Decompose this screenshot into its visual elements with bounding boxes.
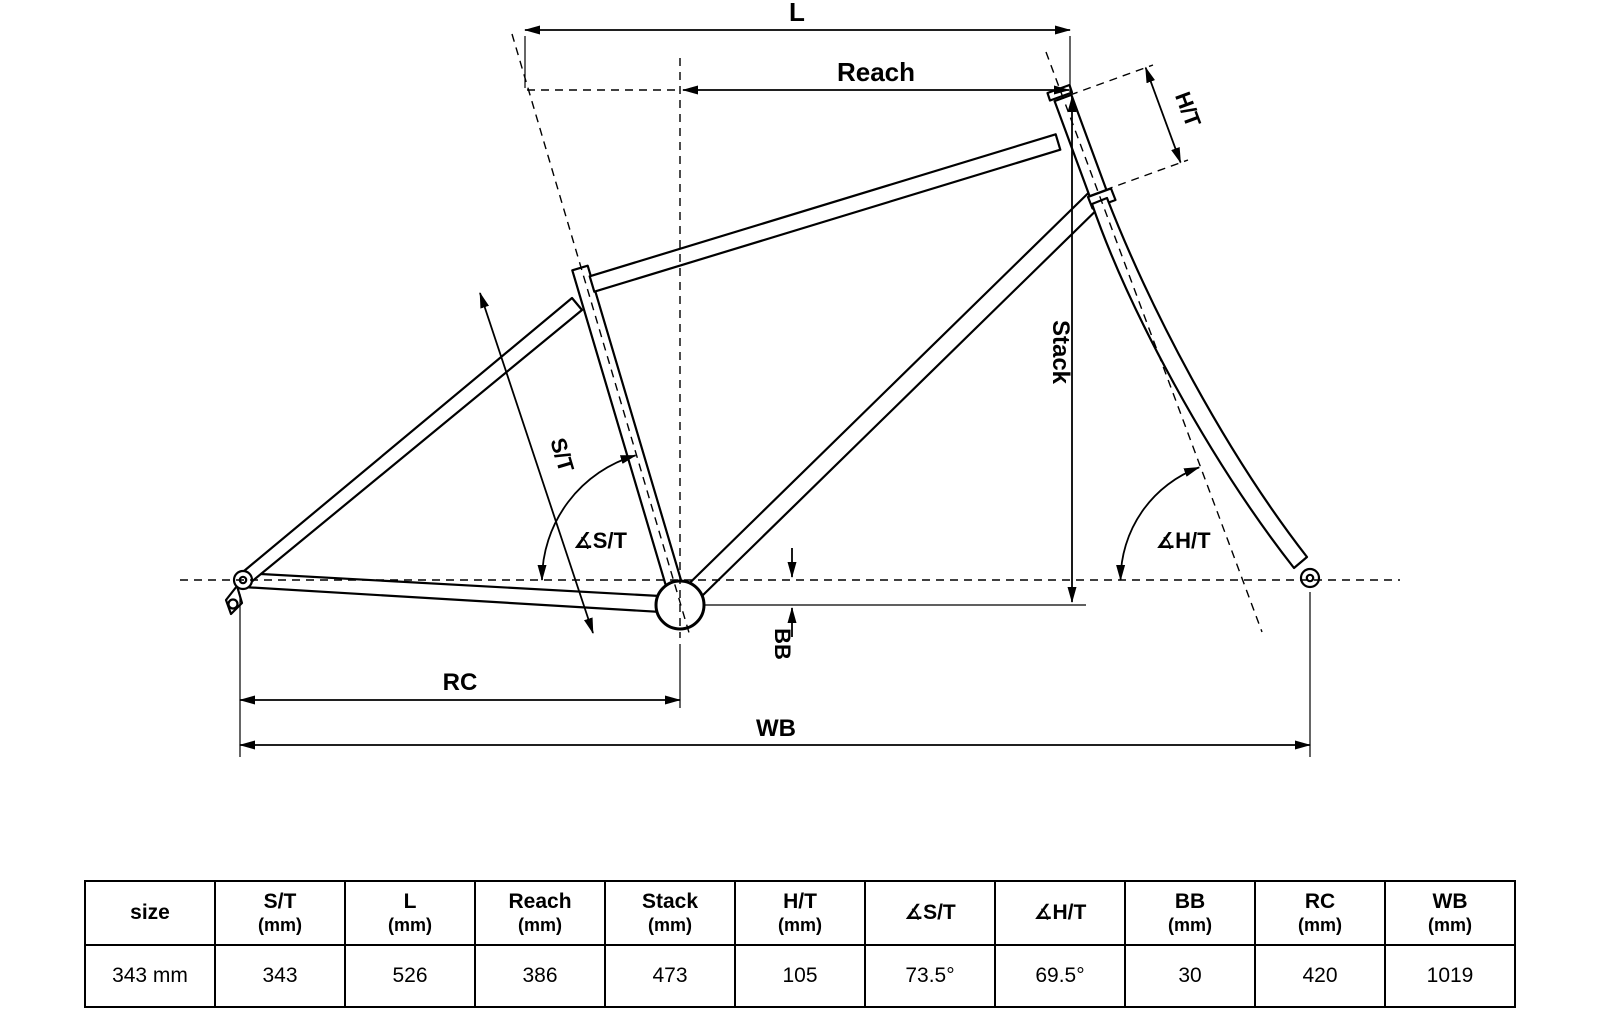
cell-ht: 105 bbox=[734, 944, 866, 1008]
seat-stay bbox=[242, 296, 584, 585]
col-header-unit: (mm) bbox=[648, 915, 692, 936]
label-st: S/T bbox=[545, 435, 579, 475]
col-header-size: size bbox=[84, 880, 216, 946]
steering-axis bbox=[1045, 51, 1263, 633]
col-header-label: RC bbox=[1304, 890, 1336, 914]
col-header-stack: Stack (mm) bbox=[604, 880, 736, 946]
col-header-angle-ht: ∡H/T bbox=[994, 880, 1126, 946]
col-header-unit: (mm) bbox=[1428, 915, 1472, 936]
label-stack: Stack bbox=[1047, 320, 1074, 385]
label-bb: BB bbox=[770, 628, 795, 660]
dim-ht bbox=[1144, 66, 1182, 164]
cell-reach: 386 bbox=[474, 944, 606, 1008]
label-l: L bbox=[789, 0, 805, 27]
col-header-label: ∡H/T bbox=[1033, 900, 1087, 924]
dim-angle-st-arc bbox=[537, 454, 637, 581]
col-header-label: ∡S/T bbox=[904, 900, 956, 924]
col-header-unit: (mm) bbox=[518, 915, 562, 936]
col-header-unit: (mm) bbox=[1168, 915, 1212, 936]
cell-l: 526 bbox=[344, 944, 476, 1008]
col-header-unit: (mm) bbox=[258, 915, 302, 936]
geometry-table-data-row: 343 mm 343 526 386 473 105 73.5° 69.5° 3… bbox=[84, 944, 1516, 1008]
cell-angle-ht: 69.5° bbox=[994, 944, 1126, 1008]
seat-tube-axis bbox=[511, 33, 691, 637]
col-header-bb: BB (mm) bbox=[1124, 880, 1256, 946]
col-header-unit: (mm) bbox=[388, 915, 432, 936]
frame-geometry-diagram: L Reach H/T Stack S/T ∡S/T ∡H/T BB RC WB bbox=[180, 0, 1400, 757]
col-header-ht: H/T (mm) bbox=[734, 880, 866, 946]
label-wb: WB bbox=[756, 715, 796, 742]
col-header-label: Reach bbox=[508, 890, 572, 914]
col-header-label: S/T bbox=[263, 890, 297, 914]
geometry-table: size S/T (mm) L (mm) Reach (mm) Stack bbox=[84, 880, 1516, 1008]
ht-ext-top bbox=[1069, 64, 1154, 96]
top-tube bbox=[588, 133, 1062, 293]
col-header-l: L (mm) bbox=[344, 880, 476, 946]
construction-lines bbox=[180, 33, 1400, 638]
col-header-label: size bbox=[130, 900, 170, 924]
label-rc: RC bbox=[443, 669, 478, 696]
col-header-label: L bbox=[403, 890, 417, 914]
seat-tube bbox=[571, 264, 689, 609]
chain-stay bbox=[241, 571, 680, 615]
col-header-label: BB bbox=[1174, 890, 1206, 914]
cell-size: 343 mm bbox=[84, 944, 216, 1008]
cell-angle-st: 73.5° bbox=[864, 944, 996, 1008]
dimension-labels: L Reach H/T Stack S/T ∡S/T ∡H/T BB RC WB bbox=[443, 0, 1211, 742]
col-header-reach: Reach (mm) bbox=[474, 880, 606, 946]
geometry-table-header-row: size S/T (mm) L (mm) Reach (mm) Stack bbox=[84, 880, 1516, 946]
cell-rc: 420 bbox=[1254, 944, 1386, 1008]
col-header-label: WB bbox=[1432, 890, 1468, 914]
cell-bb: 30 bbox=[1124, 944, 1256, 1008]
col-header-wb: WB (mm) bbox=[1384, 880, 1516, 946]
label-reach: Reach bbox=[837, 57, 915, 87]
col-header-label: Stack bbox=[641, 890, 699, 914]
col-header-unit: (mm) bbox=[778, 915, 822, 936]
cell-wb: 1019 bbox=[1384, 944, 1516, 1008]
down-tube bbox=[672, 192, 1102, 613]
fork-blade bbox=[1090, 196, 1309, 570]
label-angle-st: ∡S/T bbox=[573, 528, 628, 553]
col-header-label: H/T bbox=[783, 890, 817, 914]
rear-hanger-hole bbox=[227, 598, 239, 610]
col-header-st: S/T (mm) bbox=[214, 880, 346, 946]
col-header-unit: (mm) bbox=[1298, 915, 1342, 936]
cell-st: 343 bbox=[214, 944, 346, 1008]
label-ht: H/T bbox=[1170, 88, 1206, 130]
label-angle-ht: ∡H/T bbox=[1155, 528, 1211, 553]
dim-angle-ht-arc bbox=[1116, 466, 1201, 581]
col-header-angle-st: ∡S/T bbox=[864, 880, 996, 946]
front-axle bbox=[1305, 573, 1315, 583]
cell-stack: 473 bbox=[604, 944, 736, 1008]
col-header-rc: RC (mm) bbox=[1254, 880, 1386, 946]
dimension-lines bbox=[239, 25, 1311, 750]
ht-ext-bottom bbox=[1104, 159, 1189, 191]
